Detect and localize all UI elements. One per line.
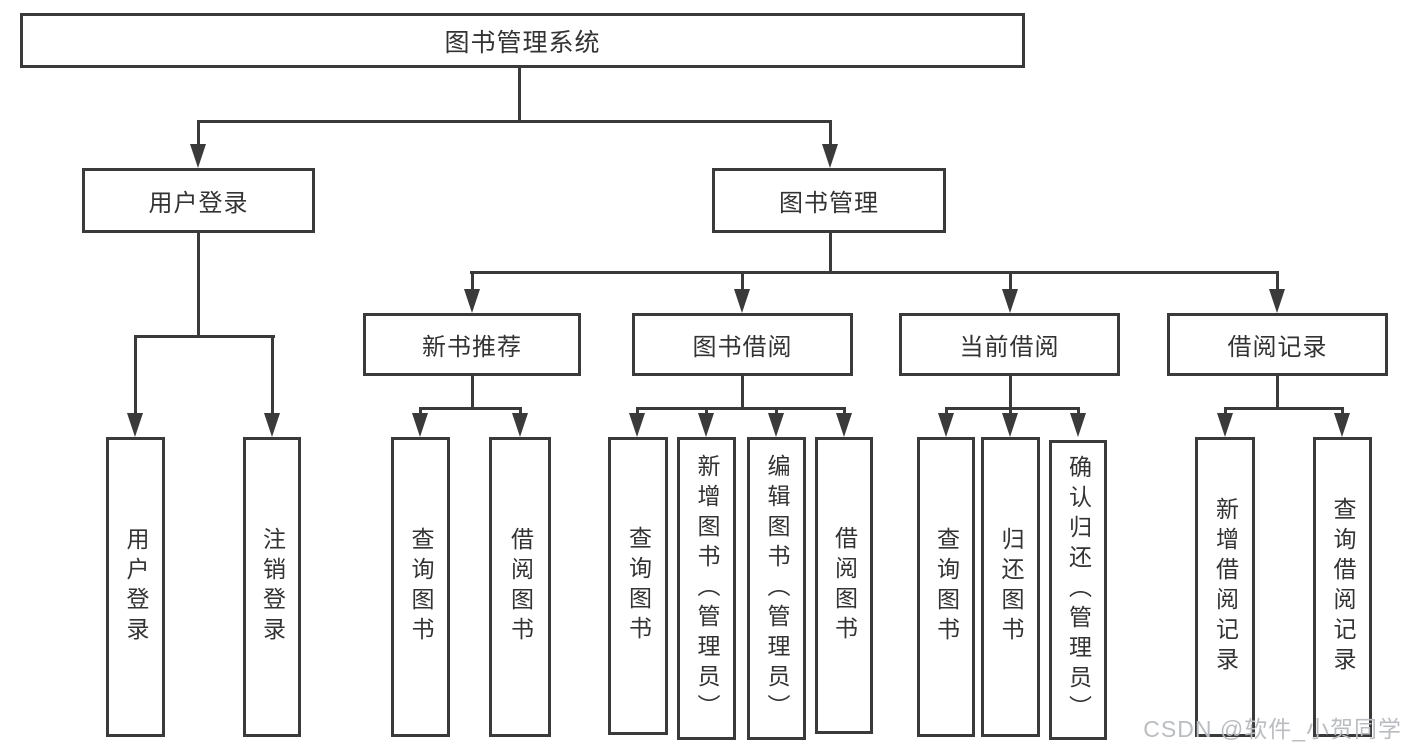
connector-line: [518, 68, 521, 122]
connector-line: [1224, 407, 1344, 410]
connector-arrow: [464, 273, 480, 313]
node-new-book-recommend: 新书推荐: [363, 313, 581, 376]
connector-line: [1276, 376, 1279, 409]
connector-arrow: [1269, 273, 1285, 313]
connector-arrow: [512, 409, 528, 437]
connector-arrow: [264, 337, 280, 437]
connector-arrow: [1002, 409, 1018, 437]
connector-arrow: [698, 409, 714, 437]
connector-arrow: [938, 409, 954, 437]
node-borrow-record-label: 借阅记录: [1227, 334, 1328, 361]
leaf-newbook-borrow-label: 借阅图书: [507, 527, 534, 647]
leaf-current-query: 查询图书: [917, 437, 975, 737]
node-borrow-record: 借阅记录: [1167, 313, 1388, 376]
leaf-record-add: 新增借阅记录: [1195, 437, 1255, 737]
leaf-current-confirm-admin: 确认归还（管理员）: [1049, 440, 1107, 740]
leaf-newbook-query-label: 查询图书: [408, 527, 434, 647]
connector-line: [829, 233, 832, 273]
node-current-borrow-label: 当前借阅: [959, 334, 1060, 361]
leaf-current-return: 归还图书: [981, 437, 1040, 737]
leaf-record-query: 查询借阅记录: [1313, 437, 1372, 737]
leaf-record-query-label: 查询借阅记录: [1330, 497, 1356, 677]
connector-line: [197, 120, 832, 123]
connector-line: [419, 407, 522, 410]
connector-arrow: [1002, 273, 1018, 313]
connector-line: [741, 376, 744, 409]
leaf-current-return-label: 归还图书: [998, 527, 1024, 647]
leaf-borrow-edit-admin-label: 编辑图书（管理员）: [764, 453, 790, 724]
node-root-label: 图书管理系统: [444, 28, 601, 57]
node-user-login: 用户登录: [82, 168, 315, 233]
leaf-current-query-label: 查询图书: [933, 527, 960, 647]
connector-arrow: [412, 409, 428, 437]
node-new-book-recommend-label: 新书推荐: [422, 334, 522, 361]
connector-line: [945, 407, 1080, 410]
connector-arrow: [1070, 409, 1086, 437]
node-book-management-label: 图书管理: [779, 190, 879, 217]
leaf-user-login-label: 用户登录: [123, 527, 149, 647]
connector-arrow: [836, 409, 852, 437]
connector-line: [471, 376, 474, 409]
connector-arrow: [734, 273, 750, 313]
leaf-borrow-edit-admin: 编辑图书（管理员）: [747, 437, 806, 740]
node-root: 图书管理系统: [20, 13, 1025, 68]
connector-line: [470, 271, 1279, 274]
node-book-borrow-label: 图书借阅: [692, 334, 793, 361]
csdn-watermark: CSDN @软件_小贺同学: [1143, 716, 1402, 742]
node-current-borrow: 当前借阅: [899, 313, 1120, 376]
leaf-logout-label: 注销登录: [259, 527, 286, 647]
connector-line: [636, 407, 846, 410]
connector-line: [1009, 376, 1012, 409]
node-book-management: 图书管理: [712, 168, 946, 233]
leaf-current-confirm-admin-label: 确认归还（管理员）: [1065, 455, 1092, 725]
leaf-borrow-query: 查询图书: [608, 437, 668, 735]
leaf-borrow-query-label: 查询图书: [625, 526, 652, 646]
node-book-borrow: 图书借阅: [632, 313, 853, 376]
connector-arrow: [1217, 409, 1233, 437]
leaf-record-add-label: 新增借阅记录: [1212, 497, 1239, 677]
leaf-borrow-add-admin-label: 新增图书（管理员）: [694, 453, 720, 724]
leaf-newbook-borrow: 借阅图书: [489, 437, 551, 737]
connector-arrow: [768, 409, 784, 437]
connector-arrow: [190, 120, 206, 168]
leaf-borrow-book: 借阅图书: [815, 437, 873, 734]
connector-line: [134, 335, 275, 338]
connector-arrow: [127, 337, 143, 437]
leaf-logout: 注销登录: [243, 437, 301, 737]
leaf-user-login: 用户登录: [106, 437, 165, 737]
node-user-login-label: 用户登录: [148, 190, 249, 217]
leaf-newbook-query: 查询图书: [391, 437, 450, 737]
connector-line: [197, 233, 200, 338]
connector-arrow: [629, 409, 645, 437]
leaf-borrow-add-admin: 新增图书（管理员）: [677, 437, 736, 740]
connector-arrow: [822, 120, 838, 168]
connector-arrow: [1334, 409, 1350, 437]
leaf-borrow-book-label: 借阅图书: [831, 525, 858, 646]
